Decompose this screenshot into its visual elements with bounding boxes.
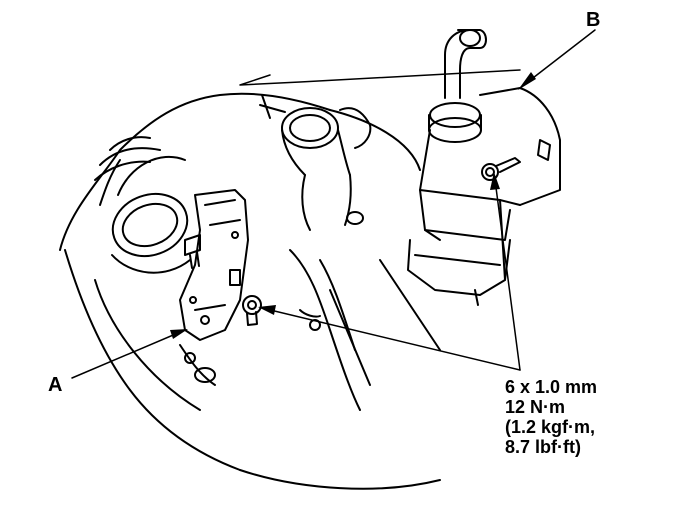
bracket-a (179, 189, 249, 341)
callout-label-a: A (48, 374, 63, 396)
arrowhead-a (170, 329, 188, 339)
reservoir-tank (407, 29, 561, 306)
arrowhead-spec-lower (258, 305, 276, 315)
engine-block-outline (59, 92, 441, 490)
thermostat-housing (259, 94, 372, 231)
arrowhead-spec-upper (490, 172, 500, 190)
torque-spec: 6 x 1.0 mm 12 N·m (1.2 kgf·m, 8.7 lbf·ft… (505, 377, 597, 457)
reservoir-bolt (481, 157, 521, 181)
leader-arrow-a (71, 329, 186, 379)
arrowhead-b (518, 72, 536, 90)
leader-arrow-spec (261, 179, 521, 371)
callout-label-b: B (586, 9, 601, 31)
bracket-bolt-upper (184, 234, 201, 269)
spec-torque-nm: 12 N·m (505, 397, 566, 417)
bracket-bolt-lower (242, 295, 262, 326)
intake-duct (94, 136, 191, 274)
spec-bolt-size: 6 x 1.0 mm (505, 377, 598, 397)
spec-torque-lbfft: 8.7 lbf·ft) (505, 437, 581, 457)
lower-manifold (179, 249, 441, 411)
spec-torque-kgfm: (1.2 kgf·m, (505, 417, 596, 437)
